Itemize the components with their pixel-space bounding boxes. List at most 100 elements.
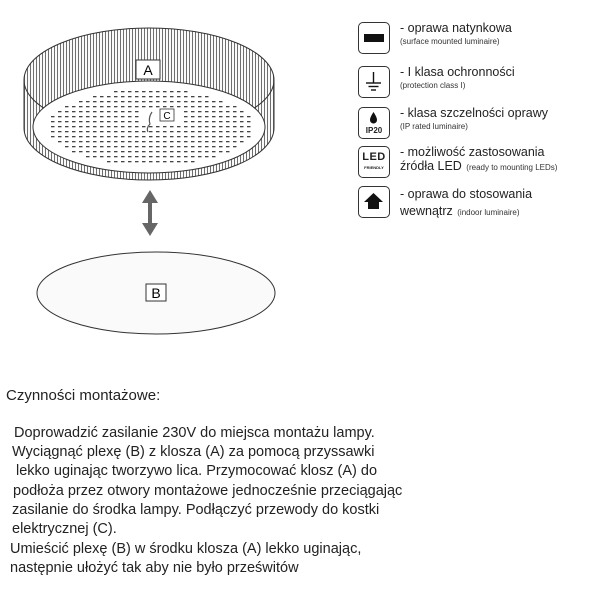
mounting-dot: [121, 126, 125, 128]
mounting-dot: [121, 146, 125, 148]
mounting-dot: [184, 126, 188, 128]
mounting-dot: [205, 121, 209, 123]
mounting-dot: [79, 151, 83, 153]
mounting-dot: [100, 126, 104, 128]
legend-pl-text: - oprawa do stosowania: [400, 187, 533, 201]
instruction-line: podłoża przez otwory montażowe jednocześ…: [13, 483, 403, 499]
mounting-dot: [107, 96, 111, 98]
mounting-dot: [198, 101, 202, 103]
mounting-dot: [114, 116, 118, 118]
mounting-dot: [163, 151, 167, 153]
mounting-dot: [114, 141, 118, 143]
mounting-dot: [205, 131, 209, 133]
mounting-dot: [212, 131, 216, 133]
mounting-dot: [100, 111, 104, 113]
mounting-dot: [107, 156, 111, 158]
legend-en-text: (protection class I): [400, 81, 466, 90]
instruction-line: elektrycznej (C).: [12, 521, 117, 537]
mounting-dot: [128, 161, 132, 163]
mounting-dot: [128, 136, 132, 138]
mounting-dot: [114, 121, 118, 123]
instructions-heading: Czynności montażowe:: [6, 387, 161, 404]
mounting-dot: [163, 161, 167, 163]
mounting-dot: [72, 146, 76, 148]
mounting-dot: [156, 161, 160, 163]
mounting-dot: [128, 116, 132, 118]
mounting-dot: [58, 136, 62, 138]
mounting-dot: [58, 131, 62, 133]
mounting-dot: [79, 121, 83, 123]
mounting-dot: [121, 131, 125, 133]
mounting-dot: [198, 136, 202, 138]
mounting-dot: [135, 161, 139, 163]
mounting-dot: [205, 126, 209, 128]
legend-pl-text: - oprawa natynkowa: [400, 21, 512, 35]
mounting-dot: [65, 106, 69, 108]
mounting-dot: [72, 116, 76, 118]
mounting-dot: [156, 156, 160, 158]
mounting-dot: [121, 161, 125, 163]
mounting-dot: [149, 146, 153, 148]
mounting-dot: [191, 96, 195, 98]
ground-symbol-icon: [358, 66, 390, 98]
mounting-dot: [86, 151, 90, 153]
mounting-dot: [114, 91, 118, 93]
mounting-dot: [247, 116, 251, 118]
mounting-dot: [51, 116, 55, 118]
mounting-dot: [128, 121, 132, 123]
mounting-dot: [142, 126, 146, 128]
legend-item-indoor: - oprawa do stosowania wewnątrz (indoor …: [358, 186, 598, 222]
mounting-dot: [149, 141, 153, 143]
mounting-dot: [72, 121, 76, 123]
mounting-dot: [142, 101, 146, 103]
legend-pl-text-2: źródła LED: [400, 159, 462, 173]
mounting-dot: [163, 106, 167, 108]
mounting-dot: [121, 141, 125, 143]
mounting-dot: [65, 121, 69, 123]
mounting-dot: [107, 111, 111, 113]
mounting-dot: [135, 141, 139, 143]
mounting-dot: [121, 91, 125, 93]
mounting-dot: [142, 151, 146, 153]
mounting-dot: [177, 91, 181, 93]
mounting-dot: [135, 121, 139, 123]
mounting-dot: [163, 156, 167, 158]
mounting-dot: [93, 131, 97, 133]
mounting-dot: [205, 146, 209, 148]
mounting-dot: [142, 141, 146, 143]
legend-pl-text: - klasa szczelności oprawy: [400, 106, 548, 120]
mounting-dot: [107, 161, 111, 163]
mounting-dot: [135, 146, 139, 148]
mounting-dot: [177, 151, 181, 153]
mounting-dot: [191, 121, 195, 123]
mounting-dot: [100, 146, 104, 148]
label-b: B: [151, 285, 160, 301]
mounting-dot: [233, 136, 237, 138]
mounting-dots: [51, 91, 251, 163]
mounting-dot: [226, 126, 230, 128]
mounting-dot: [51, 121, 55, 123]
led-icon-sublabel: FRIENDLY: [364, 165, 384, 170]
instruction-line: Umieścić plexę (B) w środku klosza (A) l…: [10, 541, 362, 557]
mounting-dot: [184, 151, 188, 153]
mounting-dot: [240, 136, 244, 138]
mounting-dot: [142, 131, 146, 133]
mounting-dot: [135, 96, 139, 98]
mounting-dot: [205, 151, 209, 153]
mounting-dot: [149, 91, 153, 93]
mounting-dot: [142, 96, 146, 98]
mounting-dot: [100, 121, 104, 123]
mounting-dot: [170, 101, 174, 103]
mounting-dot: [135, 151, 139, 153]
mounting-dot: [184, 111, 188, 113]
mounting-dot: [51, 126, 55, 128]
mounting-dot: [233, 131, 237, 133]
mounting-dot: [58, 141, 62, 143]
mounting-dot: [72, 141, 76, 143]
mounting-dot: [184, 91, 188, 93]
mounting-dot: [121, 101, 125, 103]
label-c-box: [159, 108, 175, 122]
mounting-dot: [156, 151, 160, 153]
mounting-dot: [177, 156, 181, 158]
mounting-dot: [86, 101, 90, 103]
